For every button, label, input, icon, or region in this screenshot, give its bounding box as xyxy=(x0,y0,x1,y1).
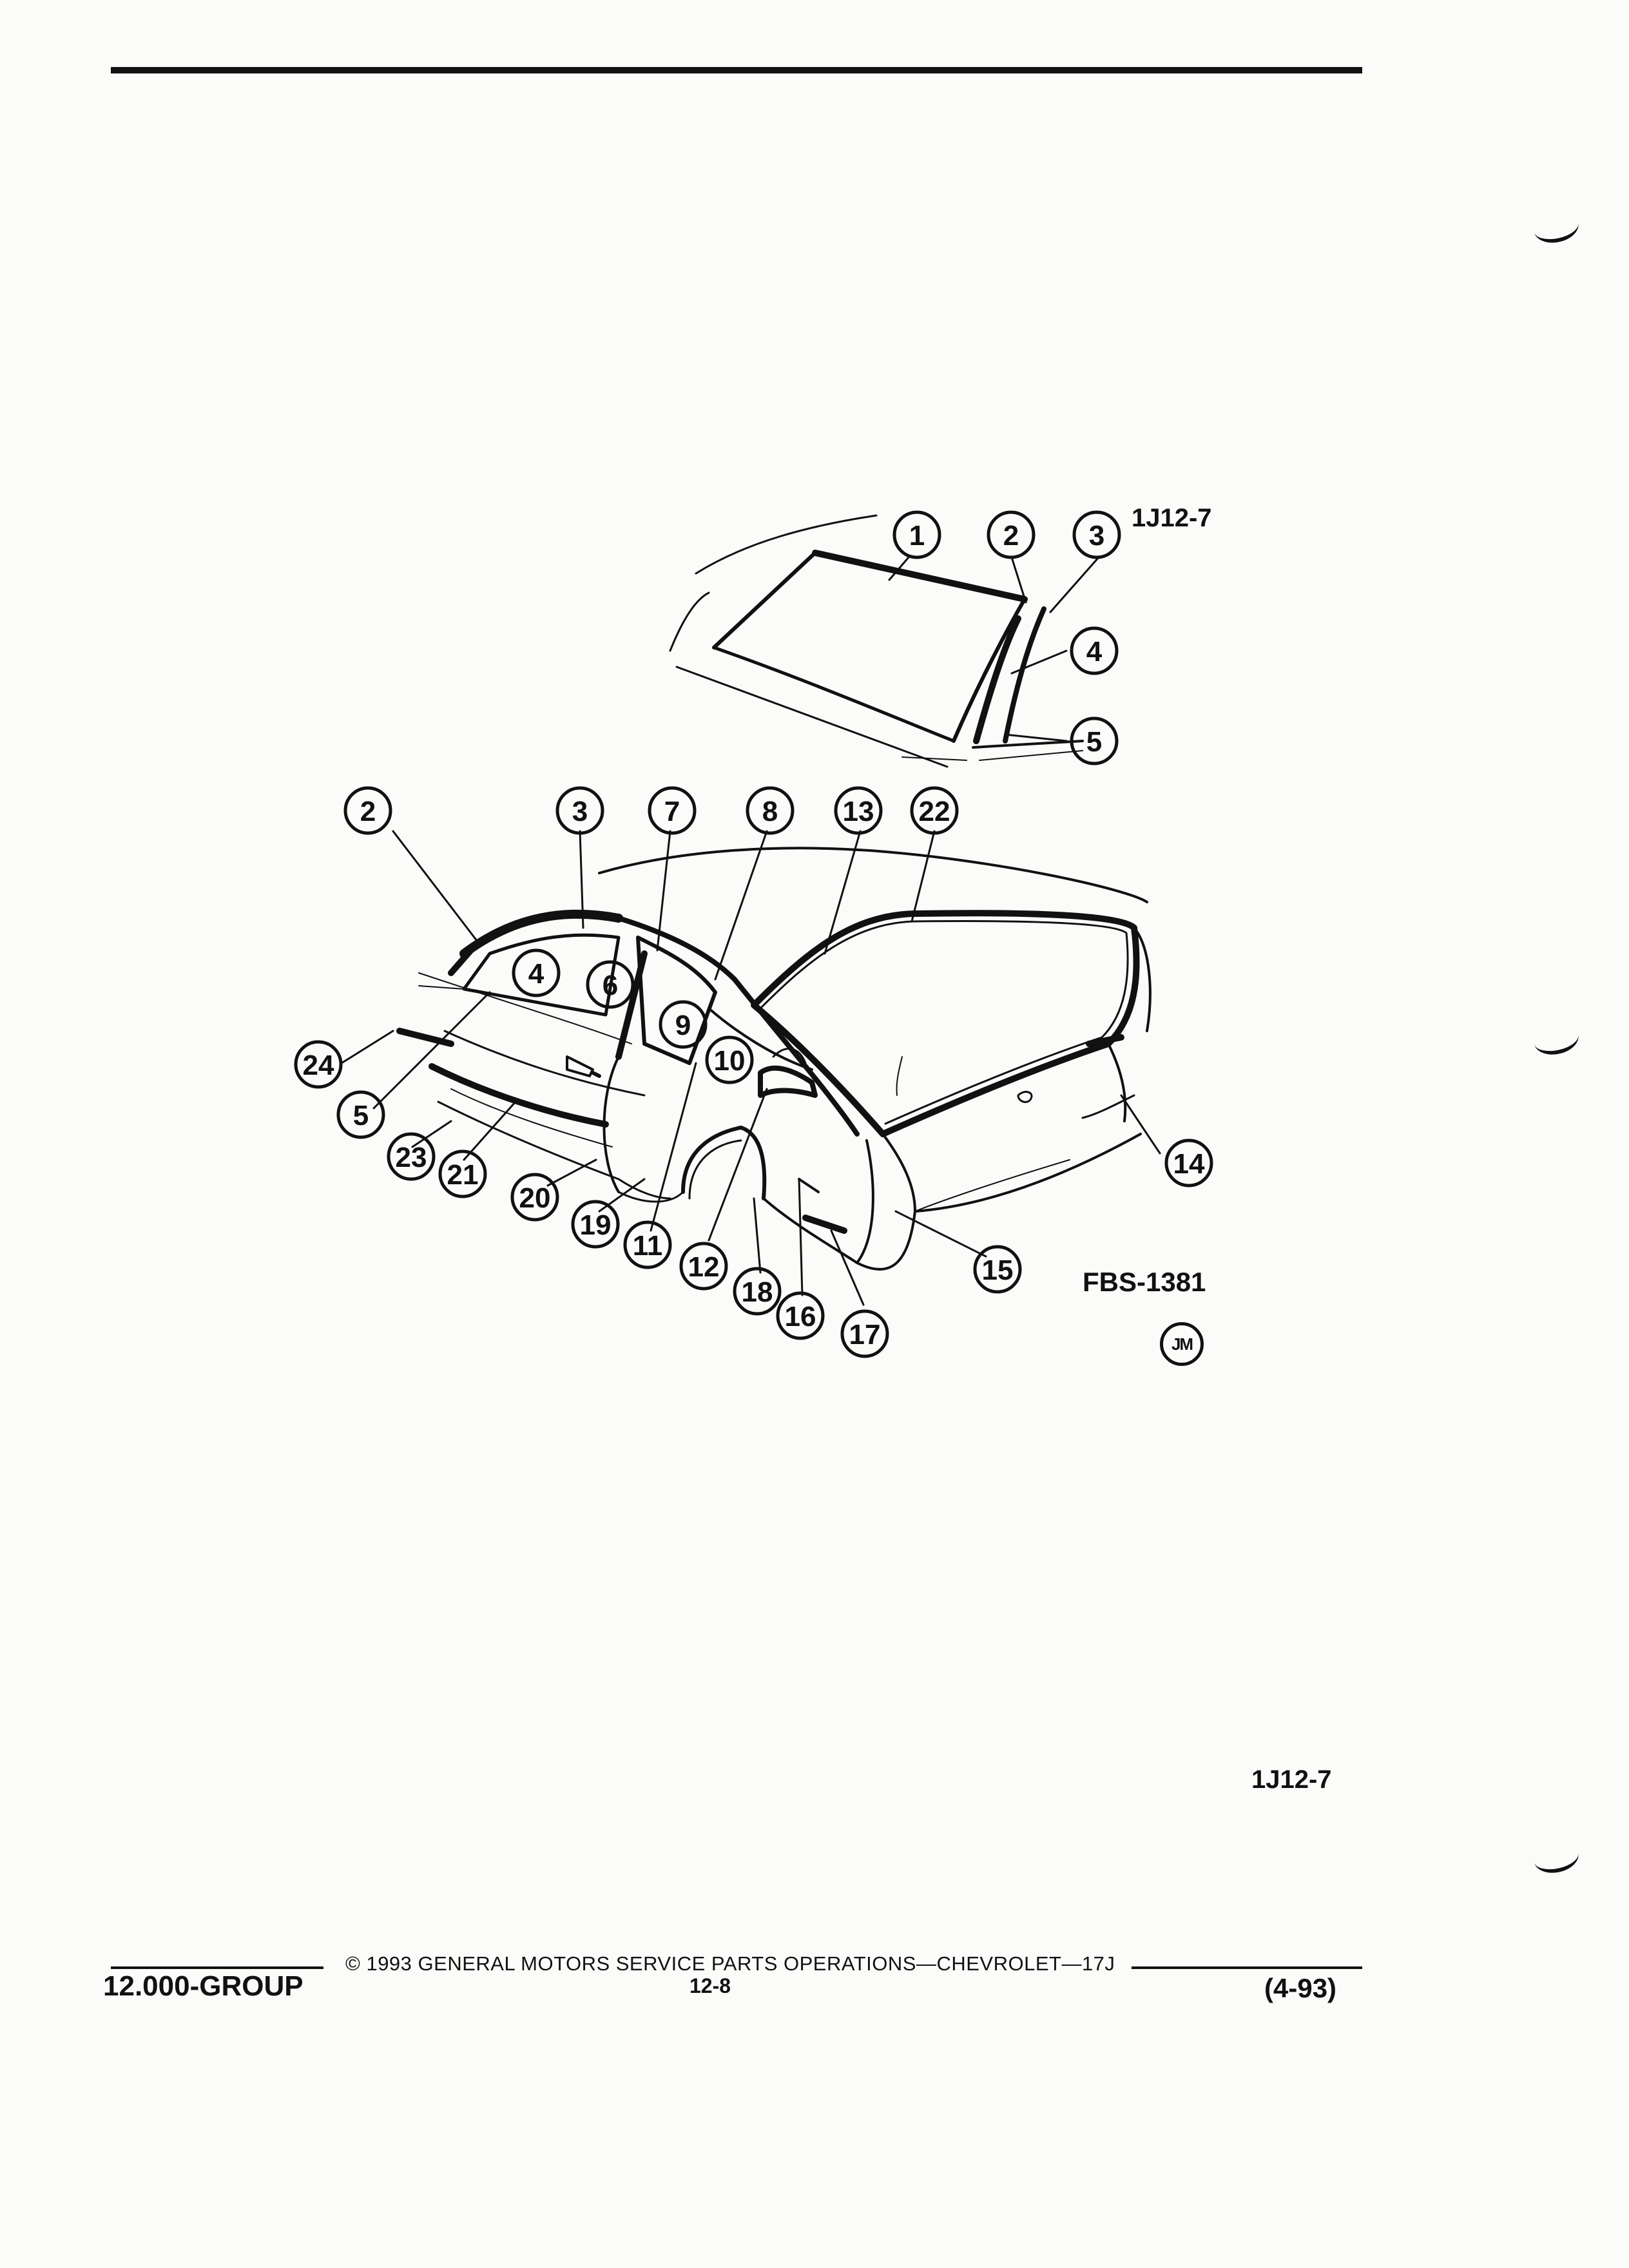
callout-circles xyxy=(294,510,1213,1358)
footer-rule xyxy=(111,1966,323,1969)
callout-label: 19 xyxy=(580,1209,612,1241)
callout-label: 5 xyxy=(1086,726,1102,758)
car-body xyxy=(396,847,1152,1271)
footer-page-number: 12-8 xyxy=(689,1974,731,1997)
callout-label: 20 xyxy=(519,1182,551,1214)
callout-label: 14 xyxy=(1173,1148,1205,1180)
leader-lines xyxy=(340,556,1161,1306)
footer-copyright: © 1993 GENERAL MOTORS SERVICE PARTS OPER… xyxy=(345,1952,1115,1975)
top-rule xyxy=(111,67,1362,73)
footer-group-label: 12.000-GROUP xyxy=(103,1970,304,2002)
illustration-code: FBS-1381 xyxy=(1083,1267,1206,1297)
callout-label: 2 xyxy=(360,796,376,827)
callout-label: 2 xyxy=(1003,520,1019,552)
callout-label: 3 xyxy=(1089,520,1104,552)
callout-label: 21 xyxy=(447,1159,479,1191)
callout-label: 5 xyxy=(353,1100,369,1131)
windshield-detail xyxy=(669,514,1084,768)
callout-label: 7 xyxy=(664,796,680,827)
footer-rule xyxy=(1132,1966,1362,1969)
callout-label: 12 xyxy=(688,1251,720,1283)
callout-label: 17 xyxy=(849,1319,881,1350)
callout-label: 1 xyxy=(909,520,925,552)
callout-label: 11 xyxy=(633,1230,663,1262)
callout-label: 16 xyxy=(785,1301,816,1332)
figure-code: 1J12-7 xyxy=(1132,504,1212,532)
figure-code-bottom: 1J12-7 xyxy=(1251,1765,1332,1794)
callout-label: 4 xyxy=(1086,636,1103,668)
callout-numbers: 1 2 3 4 5 2 3 7 8 13 22 4 6 9 10 24 5 23… xyxy=(303,520,1205,1350)
footer-date: (4-93) xyxy=(1264,1973,1337,2003)
callout-label: 9 xyxy=(675,1010,691,1041)
callout-label: 8 xyxy=(762,796,778,827)
callout-label: 4 xyxy=(528,958,545,990)
callout-label: 23 xyxy=(396,1142,427,1173)
callout-label: 15 xyxy=(982,1254,1014,1286)
callout-label: 24 xyxy=(303,1050,334,1081)
illustrator-mark: JM xyxy=(1160,1322,1204,1366)
callout-label: 6 xyxy=(602,970,618,1001)
callout-label: 13 xyxy=(843,796,874,827)
callout-label: 18 xyxy=(742,1276,773,1308)
callout-label: 10 xyxy=(714,1045,746,1077)
callout-label: 22 xyxy=(919,796,950,827)
callout-label: 3 xyxy=(572,796,588,827)
